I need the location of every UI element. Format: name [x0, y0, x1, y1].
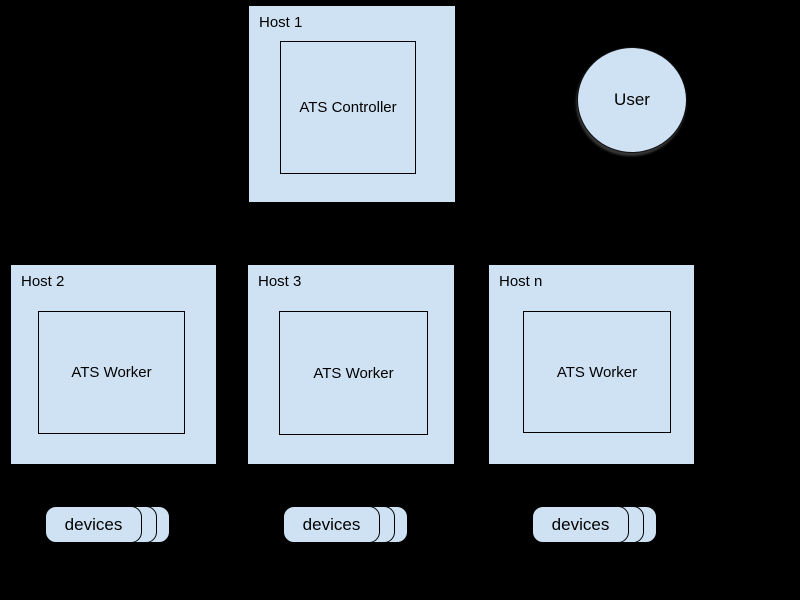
host-1-label: Host 1	[259, 14, 303, 31]
ats-worker-label-2: ATS Worker	[313, 364, 394, 382]
host-n-box: Host n ATS Worker	[488, 264, 695, 465]
ats-worker-label-n: ATS Worker	[556, 363, 638, 381]
ats-controller-label: ATS Controller	[299, 99, 397, 116]
ats-worker-label-1: ATS Worker	[71, 364, 152, 381]
host-3-box: Host 3 ATS Worker	[247, 264, 455, 465]
user-label: User	[614, 90, 650, 109]
devices-label-3: devices	[551, 514, 610, 534]
devices-label-1: devices	[64, 514, 123, 534]
ats-worker-box-1: ATS Worker	[38, 311, 185, 434]
devices-card-front: devices	[45, 506, 142, 543]
ats-worker-box-n: ATS Worker	[523, 311, 671, 433]
host-2-label: Host 2	[21, 273, 65, 290]
devices-card-front: devices	[532, 506, 629, 543]
devices-stack-2: devices	[283, 506, 453, 543]
ats-worker-box-2: ATS Worker	[279, 311, 428, 435]
host-1-box: Host 1 ATS Controller	[248, 5, 456, 203]
devices-stack-3: devices	[532, 506, 702, 543]
user-circle: User	[577, 47, 687, 153]
devices-card-front: devices	[283, 506, 380, 543]
devices-stack-1: devices	[45, 506, 215, 543]
ats-controller-box: ATS Controller	[280, 41, 416, 174]
devices-label-2: devices	[302, 514, 361, 534]
host-2-box: Host 2 ATS Worker	[10, 264, 217, 465]
host-3-label: Host 3	[258, 273, 302, 290]
host-n-label: Host n	[499, 273, 543, 290]
